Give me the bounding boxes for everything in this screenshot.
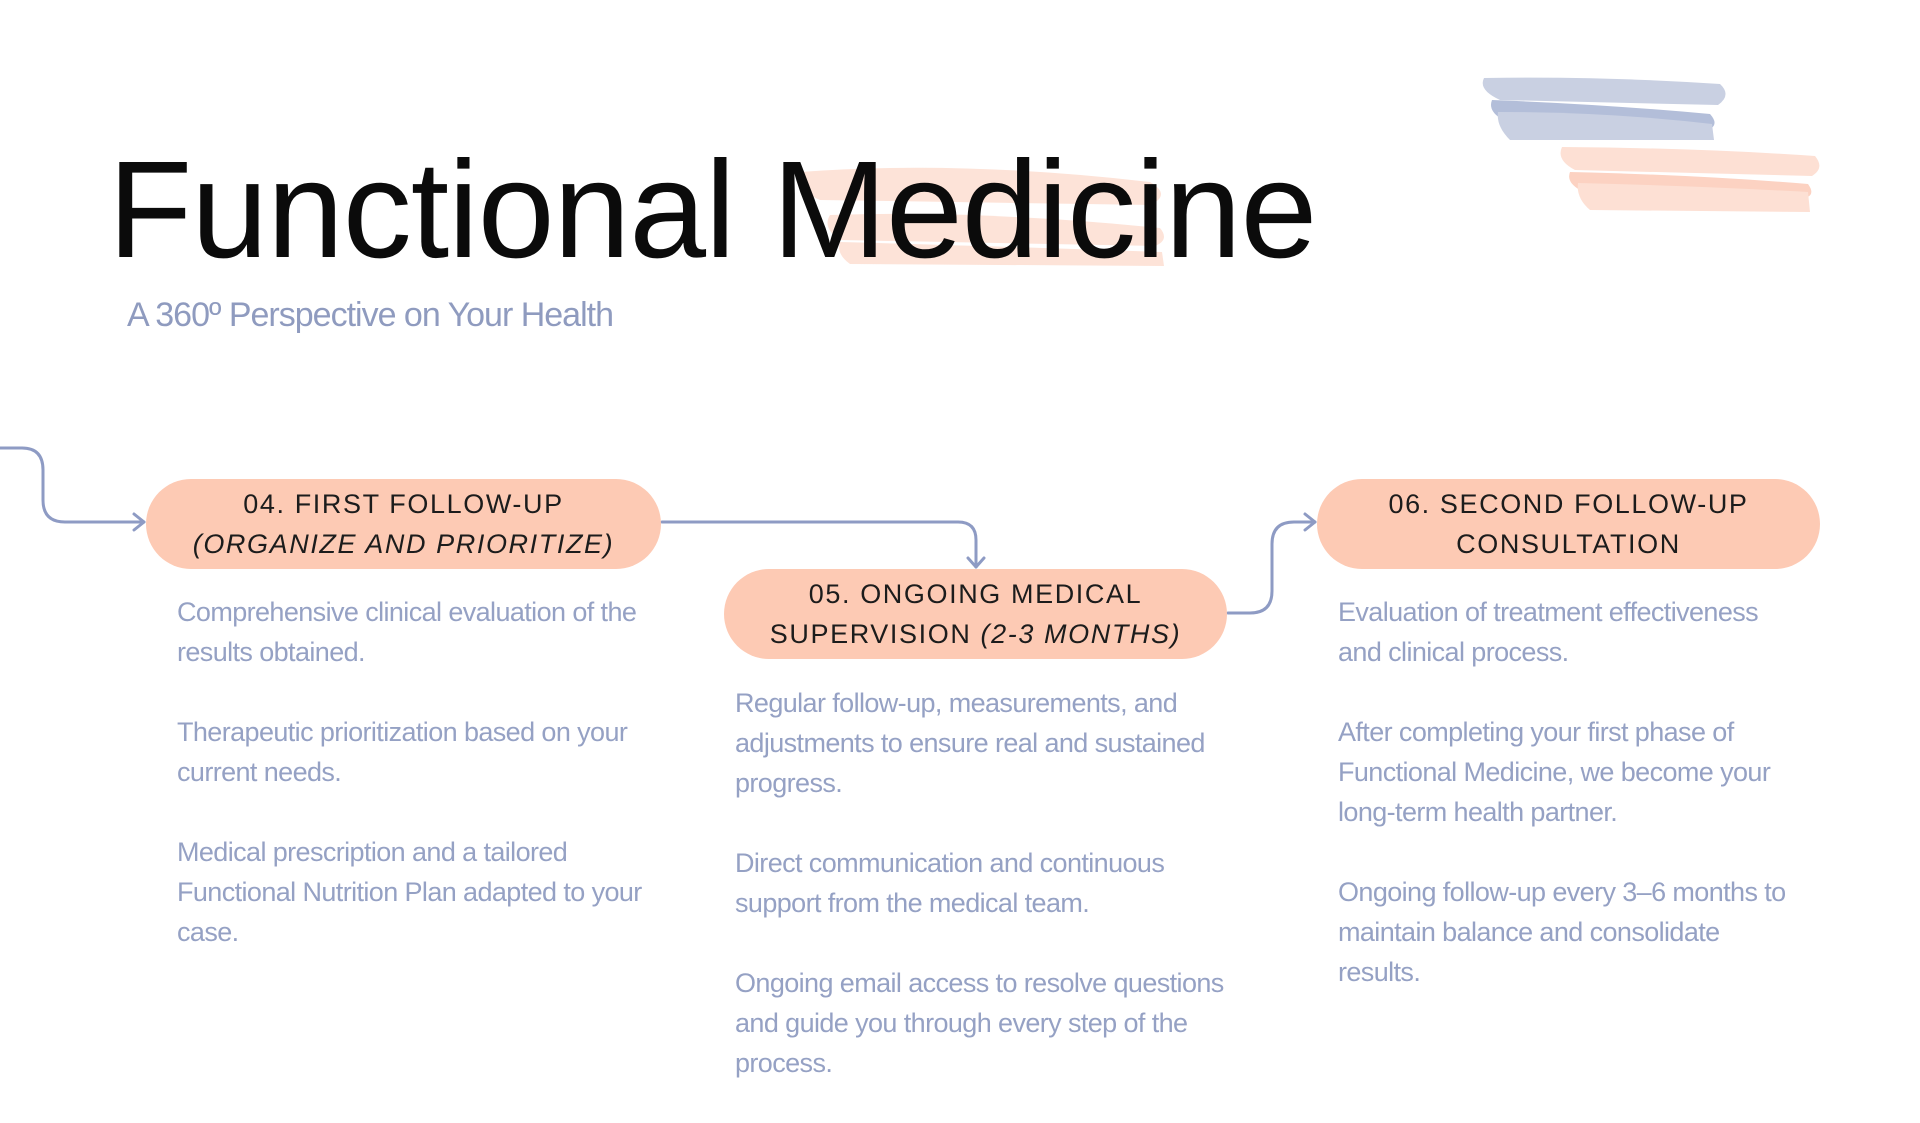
step-04-paragraph: Therapeutic prioritization based on your… bbox=[177, 717, 628, 787]
step-05-paragraph: Direct communication and continuous supp… bbox=[735, 848, 1165, 918]
step-04-paragraph: Medical prescription and a tailored Func… bbox=[177, 837, 642, 947]
step-05-subtitle: SUPERVISION bbox=[769, 619, 981, 649]
flow-connectors bbox=[0, 446, 1317, 615]
step-06-description: Evaluation of treatment effectiveness an… bbox=[1338, 592, 1808, 1032]
connector-05-to-06 bbox=[1226, 520, 1317, 615]
page-title: Functional Medicine bbox=[108, 133, 1317, 287]
connector-04-to-05 bbox=[660, 520, 978, 569]
step-05-paragraph: Regular follow-up, measurements, and adj… bbox=[735, 688, 1205, 798]
arrow-head-icon bbox=[132, 512, 146, 532]
step-05-duration: (2-3 MONTHS) bbox=[980, 619, 1182, 649]
step-06-subtitle: CONSULTATION bbox=[1456, 529, 1681, 559]
step-06-title: 06. SECOND FOLLOW-UP bbox=[1388, 489, 1749, 519]
brush-stroke-decoration bbox=[799, 77, 1820, 266]
connector-into-step-04 bbox=[0, 446, 146, 524]
step-04-pill: 04. FIRST FOLLOW-UP (ORGANIZE AND PRIORI… bbox=[146, 479, 661, 569]
step-06-paragraph: Ongoing follow-up every 3–6 months to ma… bbox=[1338, 877, 1786, 987]
step-06-paragraph: After completing your first phase of Fun… bbox=[1338, 717, 1771, 827]
step-04-title: 04. FIRST FOLLOW-UP bbox=[243, 489, 564, 519]
step-06-paragraph: Evaluation of treatment effectiveness an… bbox=[1338, 597, 1759, 667]
step-05-description: Regular follow-up, measurements, and adj… bbox=[735, 683, 1225, 1123]
step-04-subtitle: (ORGANIZE AND PRIORITIZE) bbox=[192, 529, 615, 559]
arrow-head-icon bbox=[966, 556, 986, 569]
step-04-description: Comprehensive clinical evaluation of the… bbox=[177, 592, 647, 992]
step-05-pill: 05. ONGOING MEDICAL SUPERVISION (2-3 MON… bbox=[724, 569, 1227, 659]
step-05-paragraph: Ongoing email access to resolve question… bbox=[735, 968, 1224, 1078]
arrow-head-icon bbox=[1303, 512, 1317, 532]
page-subtitle: A 360º Perspective on Your Health bbox=[127, 296, 614, 334]
step-05-title: 05. ONGOING MEDICAL bbox=[808, 579, 1143, 609]
step-06-pill: 06. SECOND FOLLOW-UP CONSULTATION bbox=[1317, 479, 1820, 569]
step-04-paragraph: Comprehensive clinical evaluation of the… bbox=[177, 597, 637, 667]
